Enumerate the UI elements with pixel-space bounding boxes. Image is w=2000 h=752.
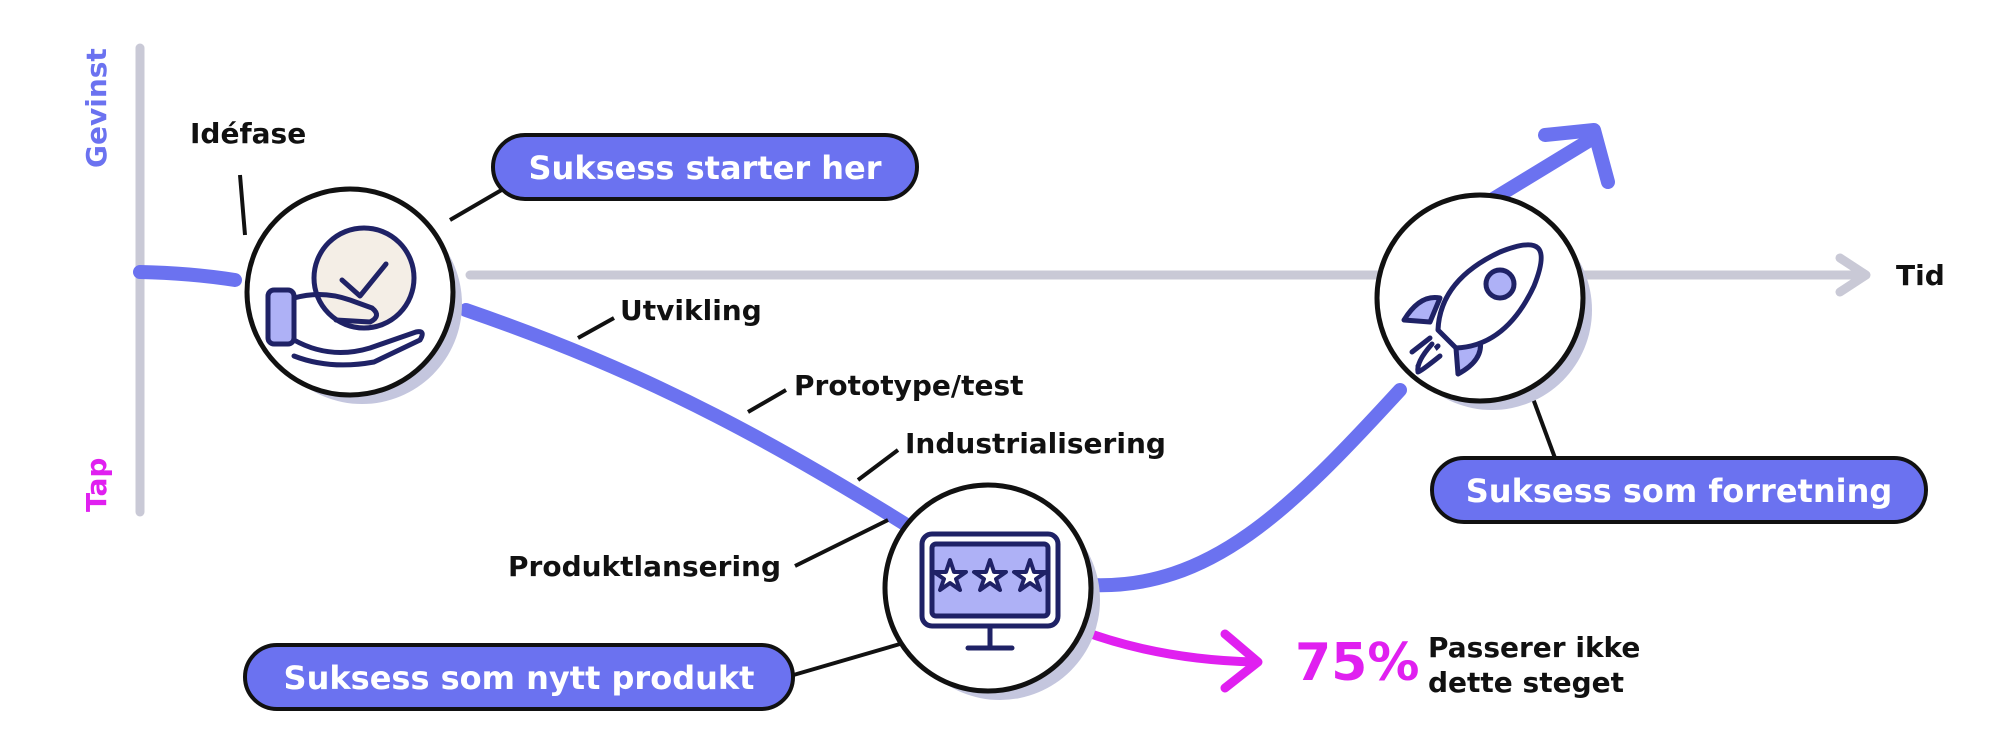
industrialisering-leader: [856, 448, 900, 482]
failure-text-line1: Passerer ikke: [1428, 631, 1640, 664]
start-callout-leader: [448, 186, 507, 222]
rocket-icon: [1401, 242, 1544, 377]
callout-product: Suksess som nytt produkt: [243, 643, 795, 711]
business-node: [1374, 192, 1592, 410]
product-callout-leader: [789, 642, 901, 678]
prototype-leader: [746, 388, 788, 414]
x-axis-arrowhead: [1835, 253, 1871, 297]
failure-arrowhead: [1220, 629, 1263, 693]
y-axis-label-gain: Gevinst: [80, 48, 113, 168]
stage-label-prototype: Prototype/test: [794, 369, 1024, 402]
stage-label-produktlansering: Produktlansering: [508, 550, 781, 583]
stage-label-utvikling: Utvikling: [620, 294, 762, 327]
utvikling-leader: [577, 316, 615, 340]
stage-label-idefase: Idéfase: [190, 117, 306, 150]
callout-product-pill: [243, 643, 795, 711]
callout-business-text: Suksess som forretning: [1466, 472, 1893, 510]
hand-check-icon: [265, 225, 425, 368]
success-arrowhead: [1538, 123, 1615, 189]
failure-percent: 75%: [1295, 633, 1419, 693]
callout-start: Suksess starter her: [491, 133, 919, 201]
start-node: [244, 186, 462, 404]
success-curve: [133, 133, 1597, 593]
idefase-leader: [238, 174, 247, 236]
monitor-stars-icon: [919, 531, 1061, 651]
stage-label-industrialisering: Industrialisering: [905, 427, 1166, 460]
y-axis-label-loss: Tap: [80, 458, 113, 512]
callout-business: Suksess som forretning: [1430, 456, 1928, 524]
callout-product-text: Suksess som nytt produkt: [284, 659, 755, 697]
callout-business-pill: [1430, 456, 1928, 524]
x-axis-label: Tid: [1896, 259, 1945, 292]
produktlansering-leader: [794, 518, 889, 568]
failure-text-line2: dette steget: [1428, 666, 1624, 699]
callout-start-text: Suksess starter her: [529, 149, 882, 187]
product-node: [882, 482, 1100, 700]
failure-branch-curve: [1075, 625, 1260, 667]
callout-start-pill: [491, 133, 919, 201]
